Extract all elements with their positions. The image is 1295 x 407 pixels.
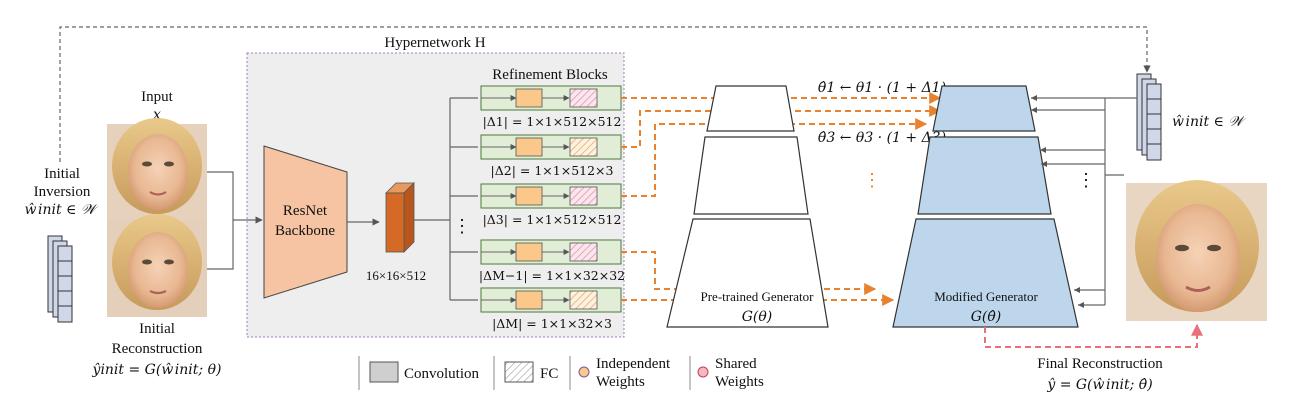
legend-fc-label: FC: [540, 366, 558, 382]
refinement-blocks-title: Refinement Blocks: [492, 67, 608, 83]
refinement-block-1: [480, 85, 622, 111]
legend-shared-line2: Weights: [715, 374, 764, 390]
legend-independent-line1: Independent: [596, 356, 671, 372]
right-latent-stack: [1136, 73, 1162, 161]
refinement-dim-1: |Δ1| = 1×1×512×512: [483, 114, 622, 129]
backbone-label-line2: Backbone: [275, 223, 335, 239]
feature-map-block: [385, 182, 415, 253]
refinement-block-2: [480, 134, 622, 160]
legend-independent-swatch: [578, 366, 590, 378]
modified-generator-label: Modified Generator: [934, 289, 1038, 304]
initial-inversion-label-line1: Initial: [44, 166, 80, 182]
final-reconstruction-eq: ŷ = G(ŵinit; θ̂): [1046, 376, 1152, 393]
refinement-block-m-1: [480, 239, 622, 265]
legend-convolution-swatch: [369, 361, 399, 383]
initial-inversion-label-line2: Inversion: [34, 184, 91, 200]
input-label: Input: [141, 89, 173, 105]
refinement-block-m: [480, 287, 622, 313]
input-var: x: [153, 107, 161, 123]
equation-theta3: θ̂3 ← θ3 · (1 + Δ3): [818, 130, 946, 146]
image-to-backbone-connector: [207, 171, 262, 270]
refinement-dim-m-1: |ΔM−1| = 1×1×32×32: [479, 268, 625, 283]
latent-connector-arrowheads: [1031, 95, 1084, 308]
legend-independent-line2: Weights: [596, 374, 645, 390]
initial-inversion-var: ŵinit ∈ 𝒲: [24, 202, 98, 218]
refinement-block-3: [480, 183, 622, 209]
final-reconstruction-label: Final Reconstruction: [1037, 356, 1163, 372]
feature-size-label: 16×16×512: [366, 268, 426, 283]
legend: Convolution FC Independent Weights Share…: [358, 356, 764, 390]
modified-generator: [892, 85, 1079, 328]
refinement-dim-3: |Δ3| = 1×1×512×512: [483, 212, 622, 227]
generator-gap-ellipsis: ⋮: [863, 170, 881, 190]
initial-reconstruction-label-line2: Reconstruction: [112, 341, 203, 357]
backbone-label-line1: ResNet: [283, 203, 328, 219]
pretrained-generator: [666, 85, 829, 328]
right-w-init-label: ŵinit ∈ 𝒲: [1172, 114, 1246, 130]
final-reconstruction-arrow: [984, 323, 1203, 348]
pretrained-generator-var: G(θ): [742, 309, 773, 325]
input-face-image: [107, 118, 207, 220]
legend-convolution-label: Convolution: [404, 366, 480, 382]
legend-fc-swatch: [504, 361, 534, 383]
initial-reconstruction-eq: ŷinit = G(ŵinit; θ): [92, 361, 222, 378]
pretrained-generator-label: Pre-trained Generator: [701, 289, 815, 304]
equation-theta1: θ̂1 ← θ1 · (1 + Δ1): [818, 80, 946, 96]
latent-to-generator-connector: [1031, 97, 1137, 306]
legend-shared-swatch: [697, 366, 709, 378]
feature-to-blocks-connector: [414, 97, 478, 301]
initial-reconstruction-label-line1: Initial: [139, 321, 175, 337]
blocks-vertical-ellipsis: ⋮: [453, 216, 471, 236]
initial-reconstruction-face-image: [107, 214, 207, 317]
modified-generator-var: G(θ̂): [971, 309, 1002, 325]
resnet-backbone: [263, 145, 348, 299]
refinement-dim-m: |ΔM| = 1×1×32×3: [492, 316, 612, 331]
hypernetwork-title: Hypernetwork H: [384, 35, 485, 51]
initial-latent-stack: [47, 235, 73, 323]
refinement-dim-2: |Δ2| = 1×1×512×3: [491, 163, 614, 178]
legend-shared-line1: Shared: [715, 356, 757, 372]
final-reconstruction-face-image: [1126, 180, 1267, 321]
latent-vertical-ellipsis: ⋮: [1077, 170, 1095, 190]
